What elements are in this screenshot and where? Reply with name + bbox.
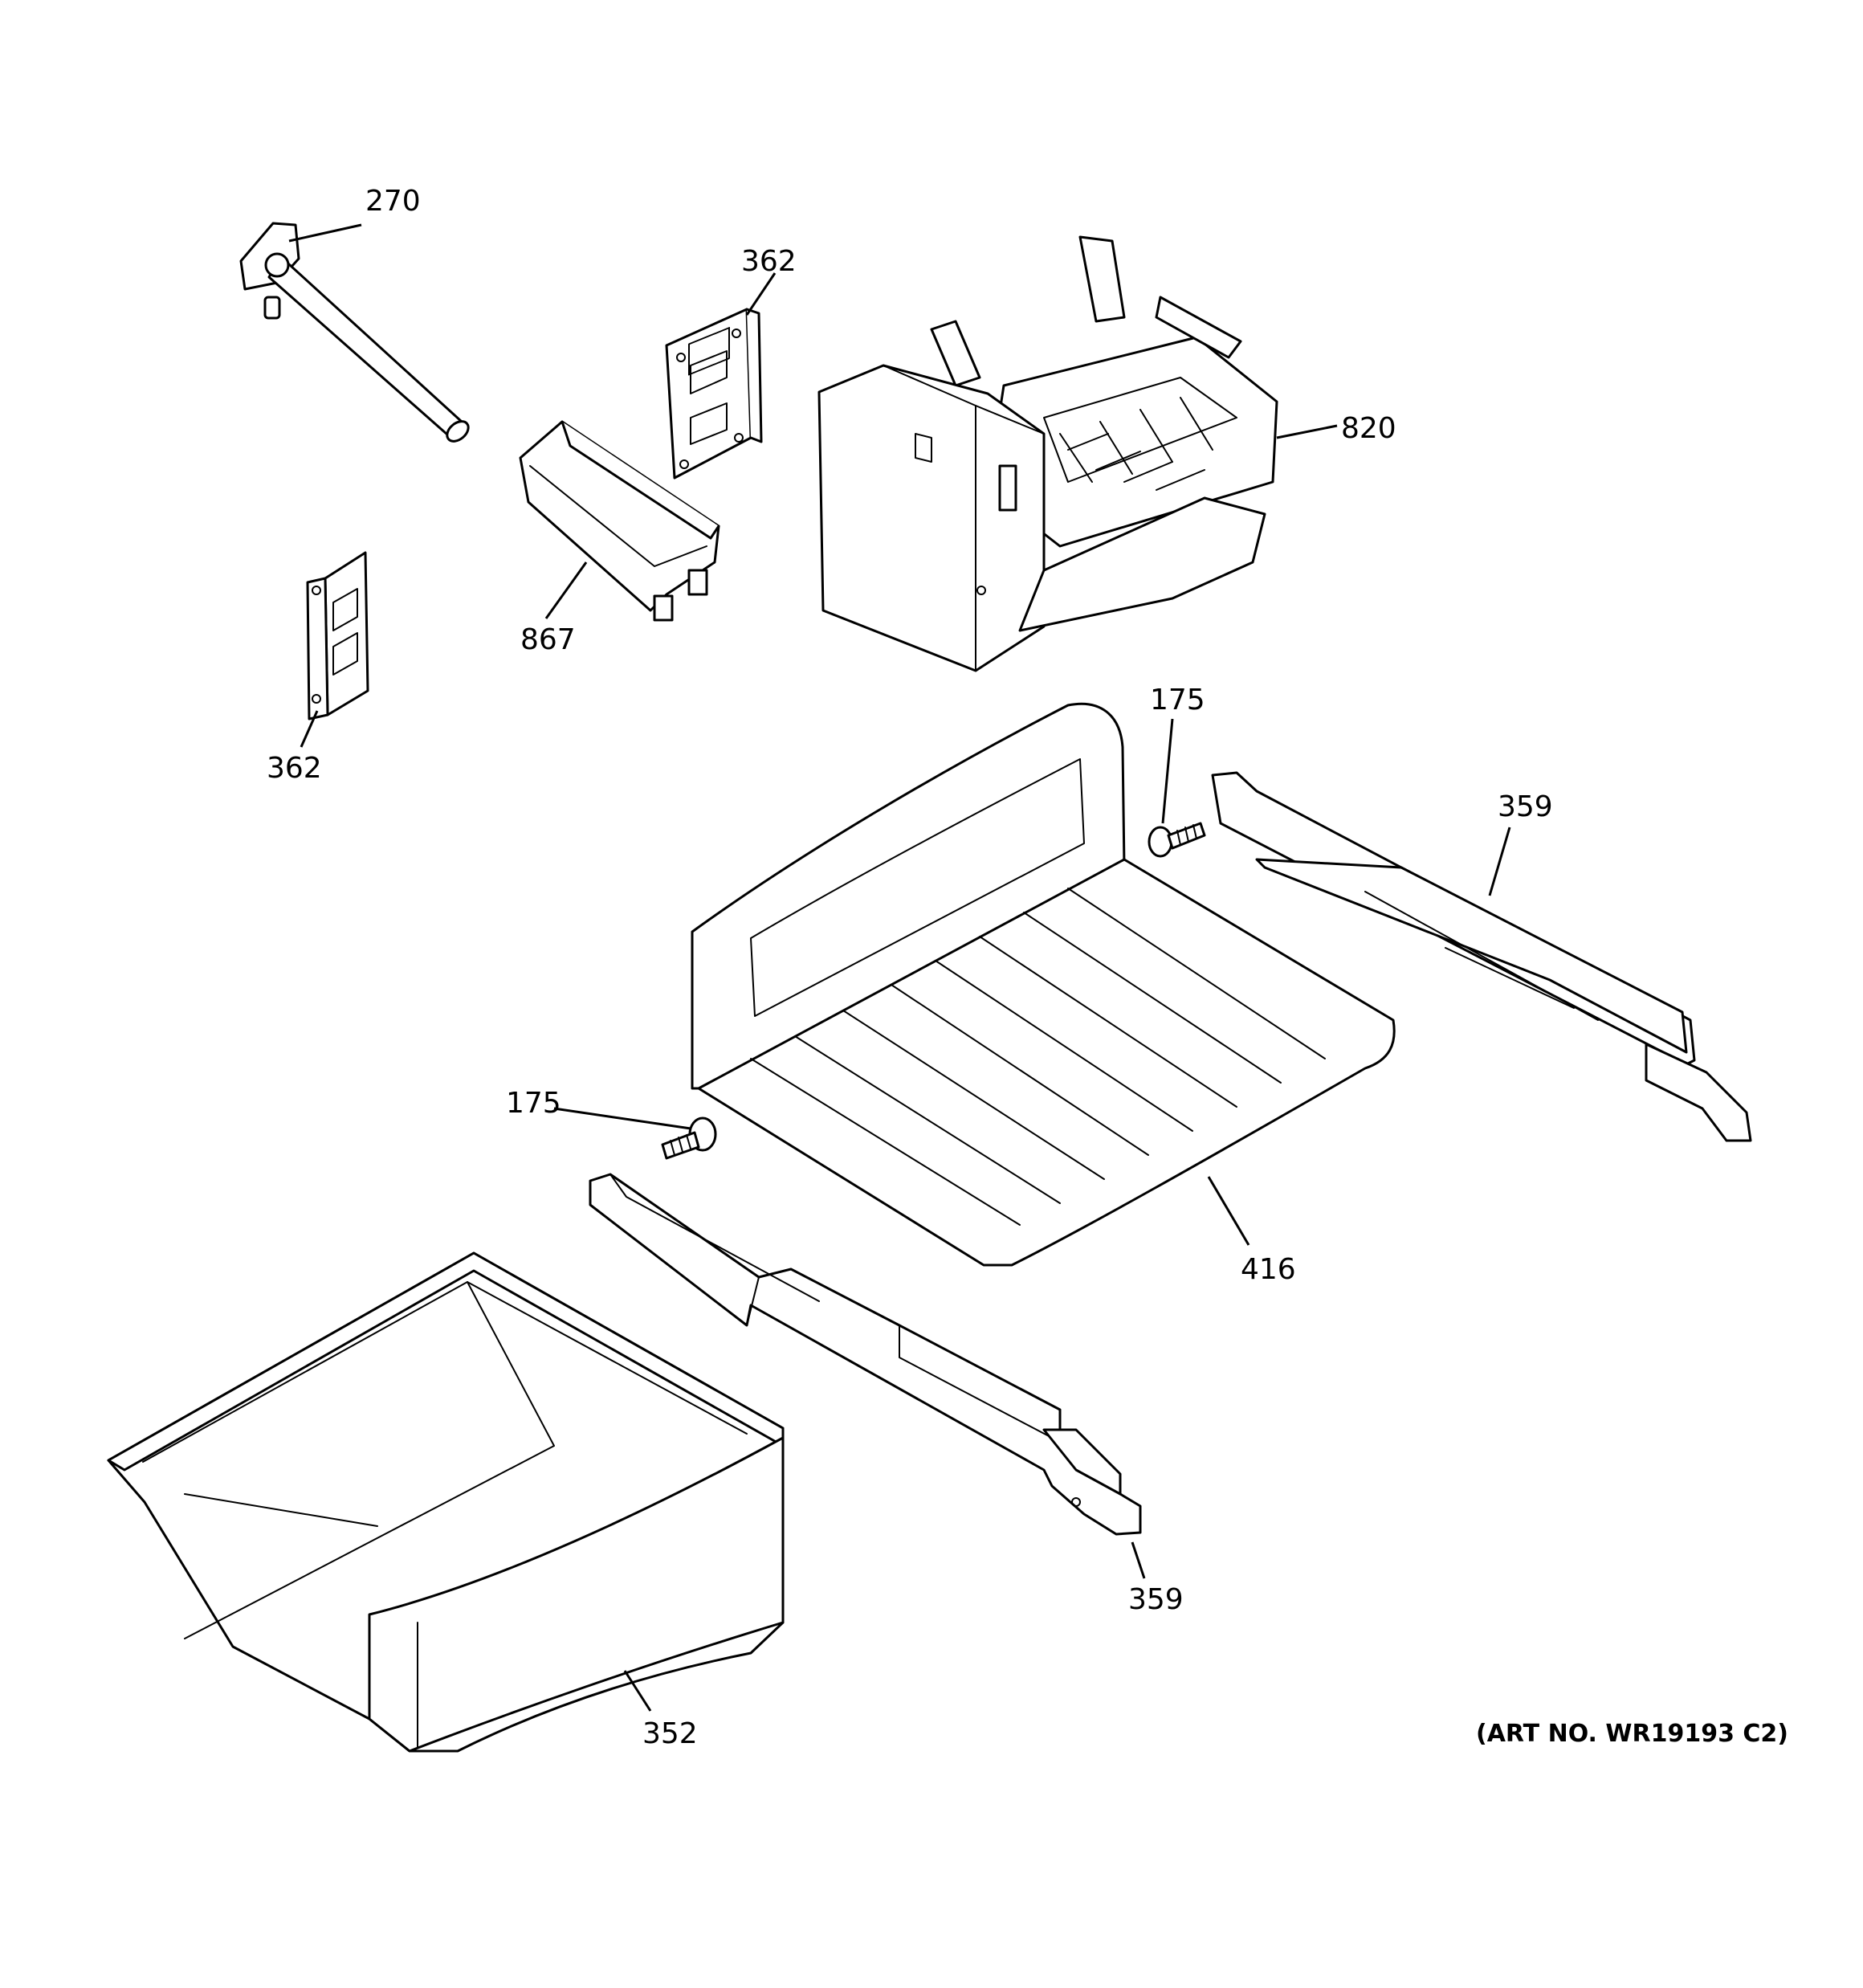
icemaker-part <box>817 235 1278 672</box>
leader-820 <box>1276 424 1338 439</box>
leader-362-upper <box>745 272 777 316</box>
callout-175-lower: 175 <box>506 1087 561 1120</box>
rail-left-part <box>589 1173 1142 1536</box>
screw-upper-part <box>1148 822 1206 858</box>
art-number: (ART NO. WR19193 C2) <box>1476 1720 1788 1748</box>
leader-359-left <box>1131 1541 1146 1579</box>
callout-270: 270 <box>365 185 421 218</box>
callout-362-upper: 362 <box>741 245 797 278</box>
leader-175-upper <box>1161 718 1174 824</box>
leader-352 <box>623 1670 652 1712</box>
screw-lower-part <box>661 1116 717 1160</box>
callout-359-right: 359 <box>1498 790 1553 823</box>
callout-359-left: 359 <box>1128 1583 1184 1616</box>
shield-part <box>519 420 720 622</box>
leader-359-right <box>1488 827 1511 896</box>
tray-part <box>691 702 1396 1267</box>
leader-lines <box>288 223 1511 1712</box>
callout-867: 867 <box>520 623 576 656</box>
leader-362-lower <box>300 710 319 748</box>
leader-270 <box>288 223 362 243</box>
callout-175-upper: 175 <box>1150 684 1205 716</box>
callout-820: 820 <box>1341 412 1396 445</box>
leader-867 <box>544 561 588 619</box>
fill-tube-part <box>239 222 470 443</box>
rail-right-part <box>1211 771 1752 1142</box>
callout-416: 416 <box>1241 1253 1296 1286</box>
leader-175-lower <box>553 1107 691 1130</box>
bracket-lower-part <box>306 551 369 720</box>
bracket-upper-part <box>665 308 763 480</box>
ice-bucket-part <box>107 1251 785 1753</box>
callout-352: 352 <box>642 1717 698 1750</box>
callout-362-lower: 362 <box>267 752 322 785</box>
leader-416 <box>1207 1176 1250 1246</box>
